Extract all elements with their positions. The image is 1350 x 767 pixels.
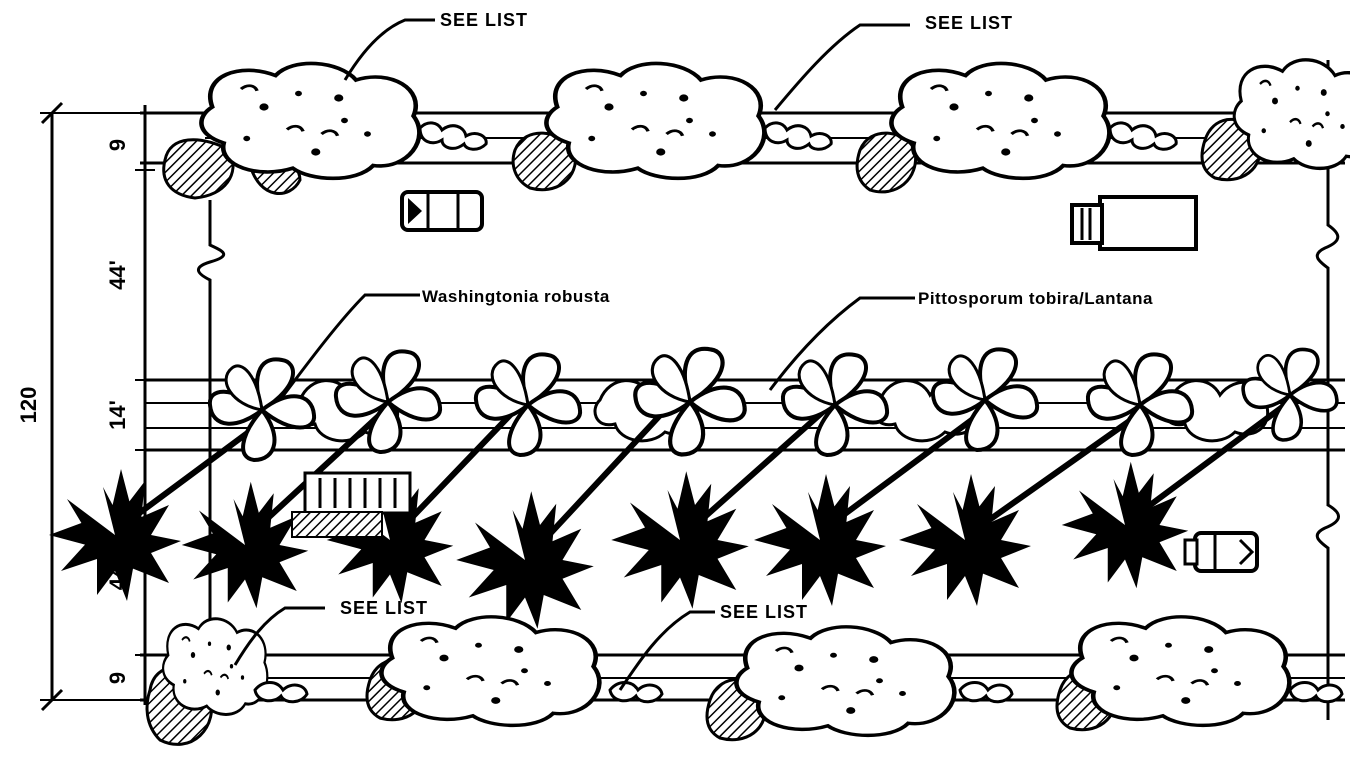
dimension-top-strip: 9 (105, 138, 130, 152)
dimension-upper-road: 44' (105, 260, 130, 290)
top-planting-strip (140, 58, 1350, 200)
truck-top-right (1070, 195, 1198, 251)
dimension-median: 14' (105, 400, 130, 430)
dimension-total: 120 (16, 386, 41, 424)
see-list-label-top-right: SEE LIST (925, 13, 1014, 33)
pittosporum-label: Pittosporum tobira/Lantana (918, 289, 1153, 308)
palm-canopies (207, 349, 1339, 462)
palm-shadows (48, 461, 1189, 629)
car-lower-right (1183, 531, 1259, 573)
hatched-vehicle (291, 471, 412, 538)
leader-lines-median (278, 293, 915, 401)
overall-dimension (40, 101, 150, 712)
see-list-label-bottom-right: SEE LIST (720, 602, 809, 622)
washingtonia-label: Washingtonia robusta (422, 287, 610, 306)
see-list-label-bottom-left: SEE LIST (340, 598, 429, 618)
dimension-lower-road: 44 (105, 565, 130, 591)
sub-dimensions (135, 105, 155, 705)
leader-lines-top (343, 18, 910, 111)
leader-lines-bottom (233, 606, 715, 691)
see-list-label-top-left: SEE LIST (440, 10, 529, 30)
palm-trunks (127, 402, 1288, 553)
car-top-left (400, 190, 484, 232)
bottom-planting-strip (140, 617, 1345, 746)
dimension-bottom-strip: 9 (105, 671, 130, 685)
